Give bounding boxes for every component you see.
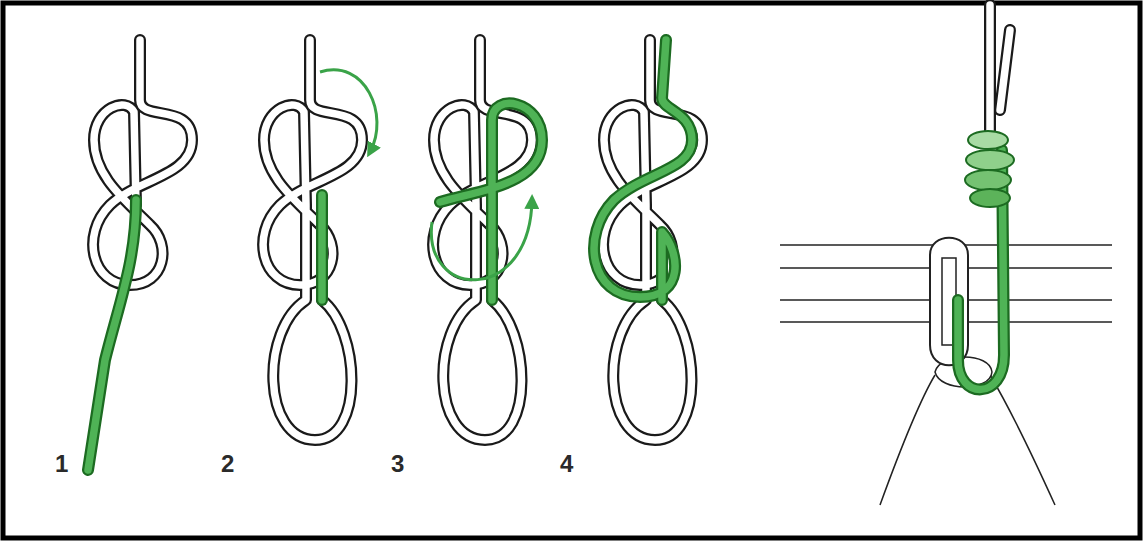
step-2-knot <box>263 40 377 440</box>
direction-arrow <box>320 70 377 152</box>
step-3-knot <box>431 40 542 440</box>
tied-in-harness <box>780 5 1112 505</box>
frame <box>3 3 1140 538</box>
step-number: 3 <box>391 452 404 476</box>
step-number: 4 <box>560 452 573 476</box>
step-4-knot <box>594 40 702 440</box>
step-number: 2 <box>221 452 234 476</box>
direction-arrow <box>431 200 532 280</box>
step-1-knot <box>88 40 192 470</box>
step-number: 1 <box>55 452 68 476</box>
